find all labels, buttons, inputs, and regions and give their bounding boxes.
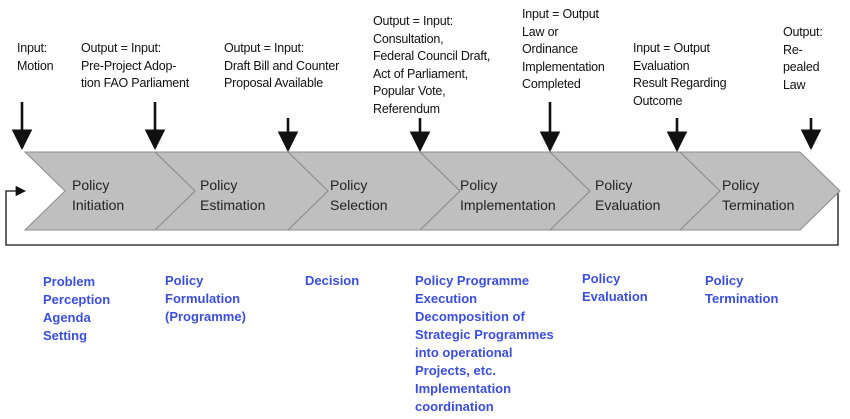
top-label-consultation: Output = Input: Consultation, Federal Co… xyxy=(373,14,491,116)
top-label-draft-bill: Output = Input: Draft Bill and Counter P… xyxy=(224,41,340,91)
bottom-label-policy-termination: Policy Termination xyxy=(705,273,779,306)
top-label-motion: Input: Motion xyxy=(17,41,54,73)
top-label-repealed-law: Output: Re- pealed Law xyxy=(783,25,823,92)
bottom-label-policy-formulation: Policy Formulation (Programme) xyxy=(165,273,246,324)
top-label-pre-project: Output = Input: Pre-Project Adop- tion F… xyxy=(81,41,190,91)
stage-label-estimation: Policy Estimation xyxy=(200,177,266,213)
bottom-label-policy-evaluation: Policy Evaluation xyxy=(582,271,648,304)
top-label-law-ordinance: Input = Output Law or Ordinance Implemen… xyxy=(522,7,605,92)
top-label-evaluation-result: Input = Output Evaluation Result Regardi… xyxy=(633,41,727,108)
stage-label-initiation: Policy Initiation xyxy=(72,177,125,213)
bottom-label-problem-perception: Problem Perception Agenda Setting xyxy=(43,274,111,343)
chevron-initiation xyxy=(23,151,196,231)
feedback-loop-line xyxy=(5,185,839,246)
bottom-label-programme-execution: Policy Programme Execution Decomposition… xyxy=(415,273,554,414)
stage-label-evaluation: Policy Evaluation xyxy=(595,177,661,213)
stage-label-selection: Policy Selection xyxy=(330,177,388,213)
stage-label-termination: Policy Termination xyxy=(722,177,795,213)
stage-label-implementation: Policy Implementation xyxy=(460,177,556,213)
bottom-label-decision: Decision xyxy=(305,273,360,288)
